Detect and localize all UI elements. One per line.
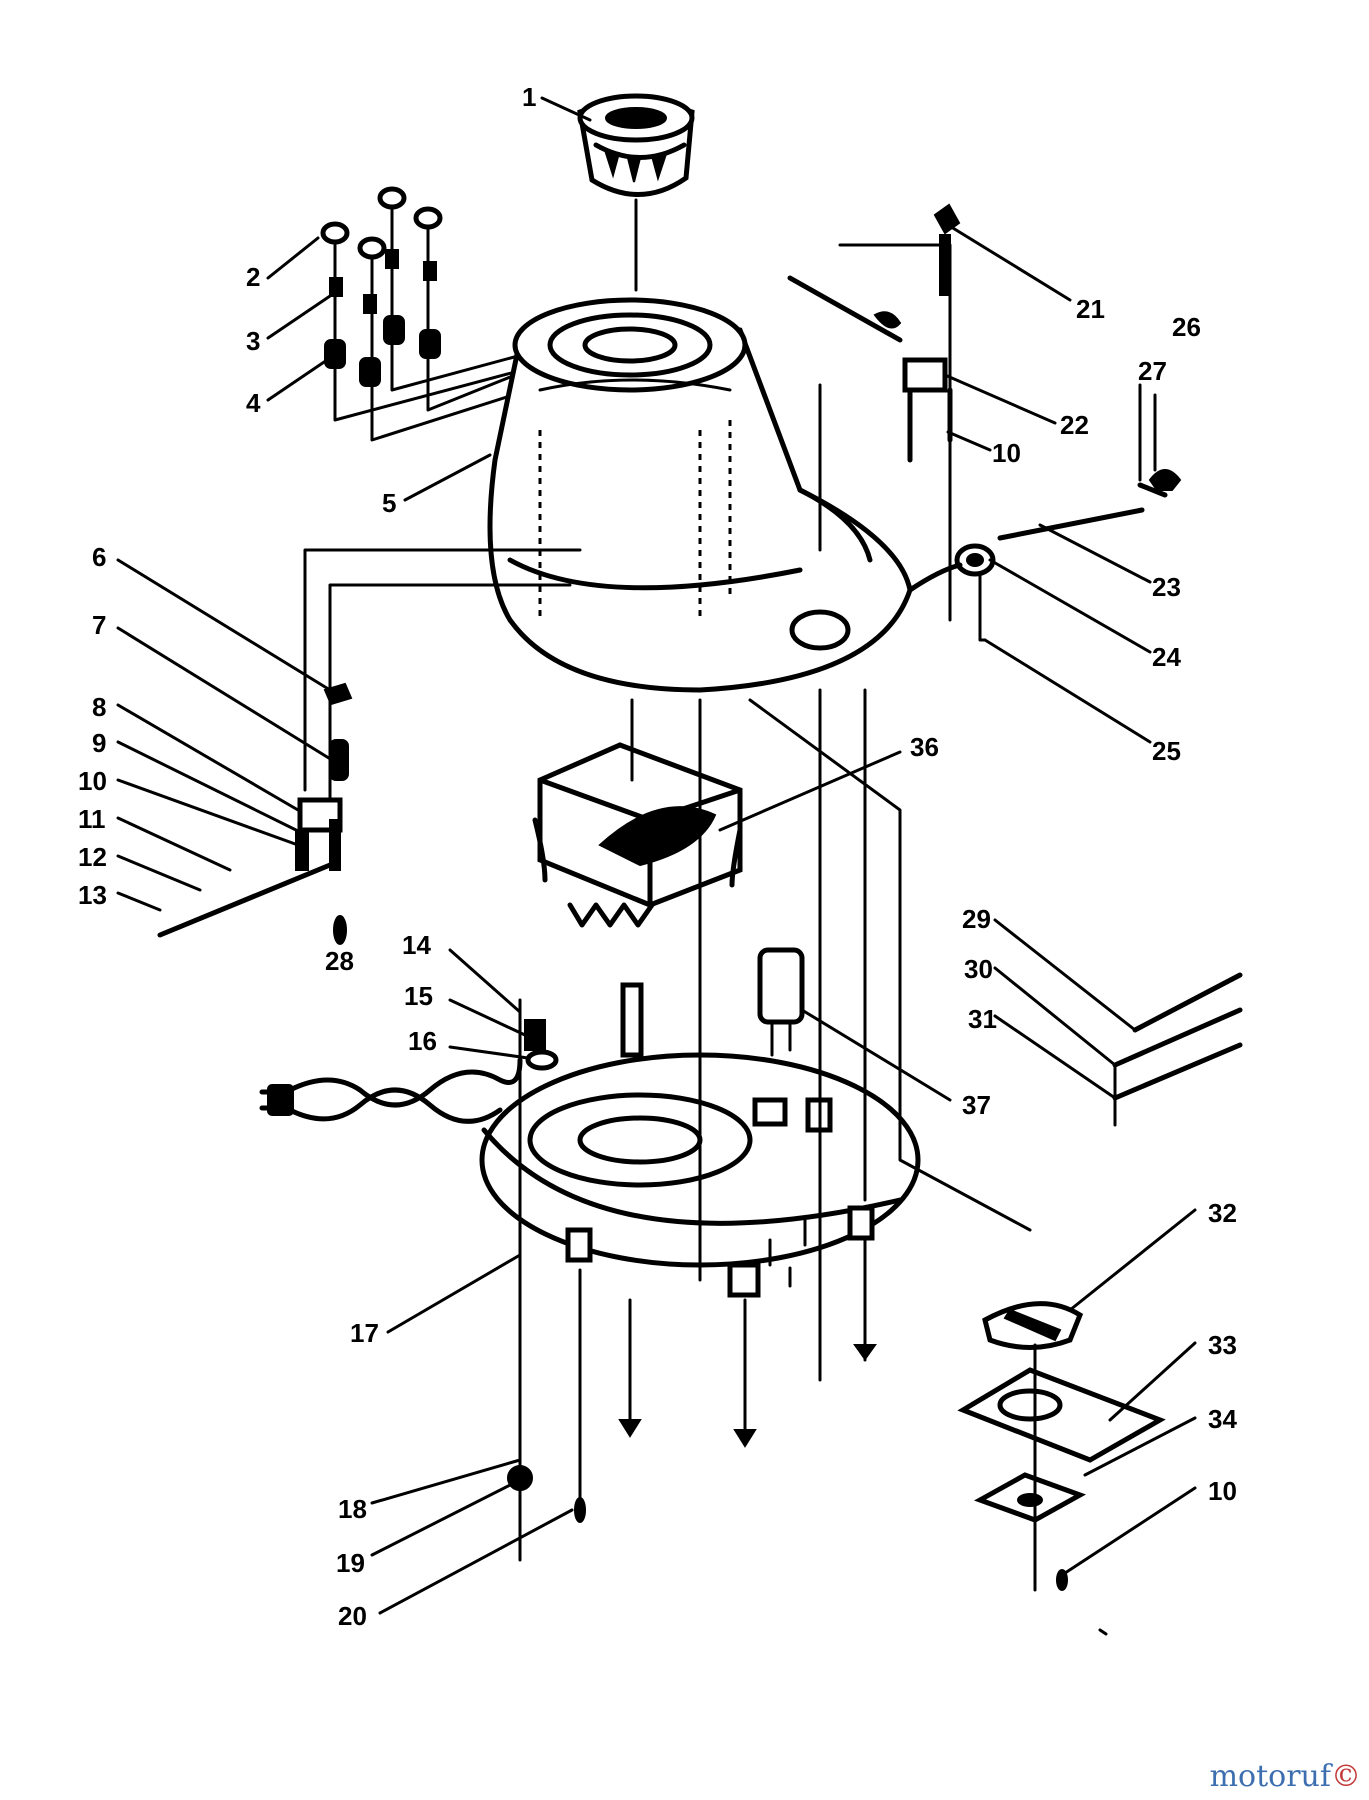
callout-26: 26 [1172,312,1201,342]
callout-18: 18 [338,1494,367,1524]
watermark-text: motoruf [1209,1759,1331,1794]
callout-labels: 1 2 3 4 5 6 7 8 9 10 11 12 13 14 15 16 1… [78,82,1237,1631]
callout-3: 3 [246,326,260,356]
callout-31: 31 [968,1004,997,1034]
callout-12: 12 [78,842,107,872]
callout-6: 6 [92,542,106,572]
callout-14: 14 [402,930,431,960]
callout-1: 1 [522,82,536,112]
leader-lines [116,96,1197,1636]
callout-27: 27 [1138,356,1167,386]
callout-5: 5 [382,488,396,518]
callout-23: 23 [1152,572,1181,602]
callout-9: 9 [92,728,106,758]
callout-16: 16 [408,1026,437,1056]
callout-19: 19 [336,1548,365,1578]
callout-4: 4 [246,388,261,418]
watermark-badge: © [1331,1759,1361,1794]
knob-part [577,93,695,292]
strip-set-part [1112,972,1243,1127]
capacitor-part [757,947,805,1057]
watermark-logo: motoruf© [1210,1759,1361,1794]
callout-33: 33 [1208,1330,1237,1360]
callout-21: 21 [1076,294,1105,324]
callout-22: 22 [1060,410,1089,440]
callout-24: 24 [1152,642,1181,672]
callout-10b: 10 [992,438,1021,468]
callout-8: 8 [92,692,106,722]
callout-11: 11 [78,804,106,834]
motor-part [532,698,743,1058]
power-cord-part [259,1057,523,1124]
upper-housing-part [487,297,913,693]
callout-32: 32 [1208,1198,1237,1228]
drawing [116,93,1243,1636]
callout-10c: 10 [1208,1476,1237,1506]
callout-15: 15 [404,981,433,1011]
callout-37: 37 [962,1090,991,1120]
callout-10a: 10 [78,766,107,796]
callout-7: 7 [92,610,106,640]
callout-34: 34 [1208,1404,1237,1434]
callout-29: 29 [962,904,991,934]
callout-13: 13 [78,880,107,910]
callout-36: 36 [910,732,939,762]
callout-25: 25 [1152,736,1181,766]
callout-20: 20 [338,1601,367,1631]
right-bottom-assembly-part [748,698,1166,1592]
lower-fasteners-part [507,688,877,1523]
left-switch-part [157,548,582,945]
callout-17: 17 [350,1318,379,1348]
callout-28: 28 [325,946,354,976]
callout-2: 2 [246,262,260,292]
cable-grommet-part [907,507,1145,642]
right-top-switch-part [787,203,961,622]
clip-part [1137,383,1182,498]
screw-set-part [320,186,562,442]
callout-30: 30 [964,954,993,984]
